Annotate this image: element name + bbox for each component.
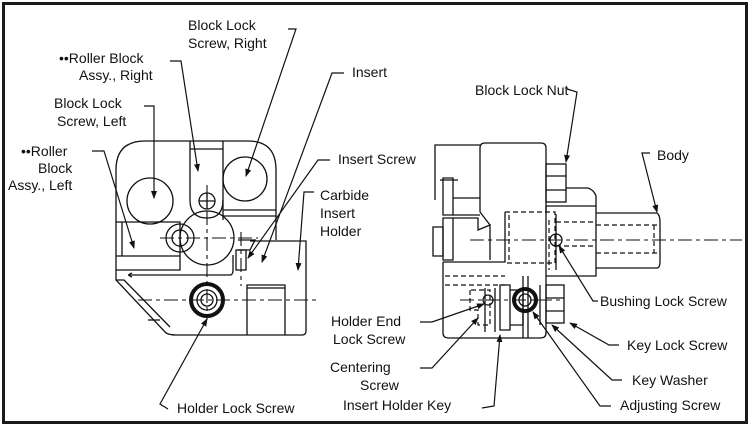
label-key-lock-screw: Key Lock Screw <box>627 337 728 353</box>
roller-block-housing <box>115 140 277 272</box>
label-roller-block-left: ••Roller Block Assy., Left <box>8 143 76 193</box>
block-lock-nut <box>545 163 567 203</box>
label-centering-screw: Centering Screw <box>330 359 400 393</box>
label-adjusting-screw: Adjusting Screw <box>620 397 721 413</box>
label-carbide-insert-holder: Carbide Insert Holder <box>320 187 373 239</box>
label-insert-holder-key: Insert Holder Key <box>343 397 451 413</box>
right-view-drawing <box>432 142 742 339</box>
carbide-insert-holder <box>115 240 307 336</box>
label-holder-lock-screw: Holder Lock Screw <box>177 400 295 416</box>
body-shaft <box>596 212 661 269</box>
label-insert-screw: Insert Screw <box>338 151 417 167</box>
leader-lines <box>92 28 659 410</box>
left-view-drawing <box>115 140 316 336</box>
block-lock-screw-left <box>126 177 174 225</box>
label-body: Body <box>657 147 689 163</box>
label-bushing-lock-screw: Bushing Lock Screw <box>600 293 728 309</box>
label-insert: Insert <box>352 64 387 80</box>
labels: Block Lock Screw, Right ••Roller Block A… <box>8 17 728 416</box>
label-block-lock-screw-right: Block Lock Screw, Right <box>188 17 267 51</box>
label-holder-end-lock-screw: Holder End Lock Screw <box>331 313 406 347</box>
label-block-lock-nut: Block Lock Nut <box>475 82 568 98</box>
label-block-lock-screw-left: Block Lock Screw, Left <box>54 95 126 129</box>
key-lock-screw <box>545 284 565 324</box>
block-lock-screw-right <box>222 156 268 202</box>
label-key-washer: Key Washer <box>632 372 708 388</box>
label-roller-block-right: ••Roller Block Assy., Right <box>59 50 153 83</box>
